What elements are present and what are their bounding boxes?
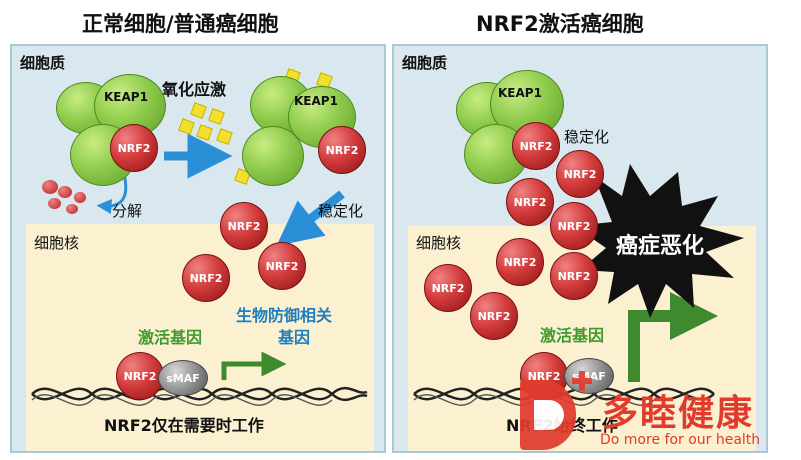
- keap1-label: KEAP1: [104, 90, 148, 104]
- left-gene-activation-arrow: [221, 351, 287, 380]
- activate-gene-label: 激活基因: [138, 328, 203, 347]
- decompose-label: 分解: [112, 202, 143, 220]
- nrf2-nuclear: NRF2: [258, 242, 306, 290]
- left-panel-title: 正常细胞/普通癌细胞: [82, 12, 279, 36]
- right-stabilize-label: 稳定化: [564, 128, 610, 146]
- nrf2-fragment: [66, 204, 78, 214]
- decompose-arrow: [96, 173, 128, 215]
- right-gene-activation-arrow: [628, 292, 718, 382]
- bio-defense-gene-label-line1: 生物防御相关: [236, 306, 333, 325]
- cancer-worsen-label: 癌症恶化: [616, 234, 705, 259]
- smaf-protein: sMAF: [158, 360, 208, 396]
- left-panel-arrows: [31, 133, 368, 406]
- nrf2-accumulated: NRF2: [424, 264, 472, 312]
- left-panel: 细胞质 氧化应激 KEAP1 NRF2 分解 KEAP1 NRF2 稳定化 细胞…: [10, 44, 386, 453]
- nrf2-accumulated: NRF2: [550, 252, 598, 300]
- nrf2-bound: NRF2: [110, 124, 158, 172]
- nrf2-fragment: [58, 186, 72, 198]
- keap1-protein: [242, 126, 304, 186]
- nrf2-nuclear: NRF2: [182, 254, 230, 302]
- right-nucleus-label: 细胞核: [416, 234, 462, 252]
- nrf2-on-dna: NRF2: [116, 352, 164, 400]
- nrf2-accumulated: NRF2: [550, 202, 598, 250]
- bio-defense-gene-label-line2: 基因: [278, 328, 311, 347]
- cancer-starburst: [574, 164, 744, 318]
- nrf2-accumulated: NRF2: [506, 178, 554, 226]
- nrf2-nuclear: NRF2: [220, 202, 268, 250]
- right-activate-gene-label: 激活基因: [540, 326, 605, 345]
- nrf2-released: NRF2: [318, 126, 366, 174]
- nrf2-fragment: [48, 198, 61, 209]
- stabilize-label: 稳定化: [318, 202, 364, 220]
- smaf-protein: sMAF: [564, 358, 614, 394]
- watermark-logo-icon: [520, 371, 592, 450]
- right-panel-graphics: [413, 164, 744, 406]
- right-panel-title: NRF2激活癌细胞: [476, 12, 644, 36]
- nrf2-fragment: [74, 192, 86, 203]
- keap1-label: KEAP1: [498, 86, 542, 100]
- nrf2-accumulated: NRF2: [470, 292, 518, 340]
- left-dna-helix: [31, 387, 368, 406]
- nrf2-bound: NRF2: [512, 122, 560, 170]
- watermark-brand: 多睦健康: [602, 393, 755, 434]
- nrf2-accumulated: NRF2: [496, 238, 544, 286]
- left-nucleus-label: 细胞核: [34, 234, 80, 252]
- right-cytoplasm-label: 细胞质: [402, 54, 448, 72]
- nrf2-fragment: [42, 180, 58, 194]
- oxidative-stress-label: 氧化应激: [162, 80, 227, 99]
- watermark-slogan: Do more for our health: [600, 432, 761, 448]
- watermark: 多睦健康 Do more for our health: [520, 371, 796, 456]
- left-bottom-caption: NRF2仅在需要时工作: [104, 416, 264, 435]
- left-cytoplasm-label: 细胞质: [20, 54, 66, 72]
- keap1-label: KEAP1: [294, 94, 338, 108]
- stabilize-arrow: [276, 190, 345, 246]
- nrf2-accumulated: NRF2: [556, 150, 604, 198]
